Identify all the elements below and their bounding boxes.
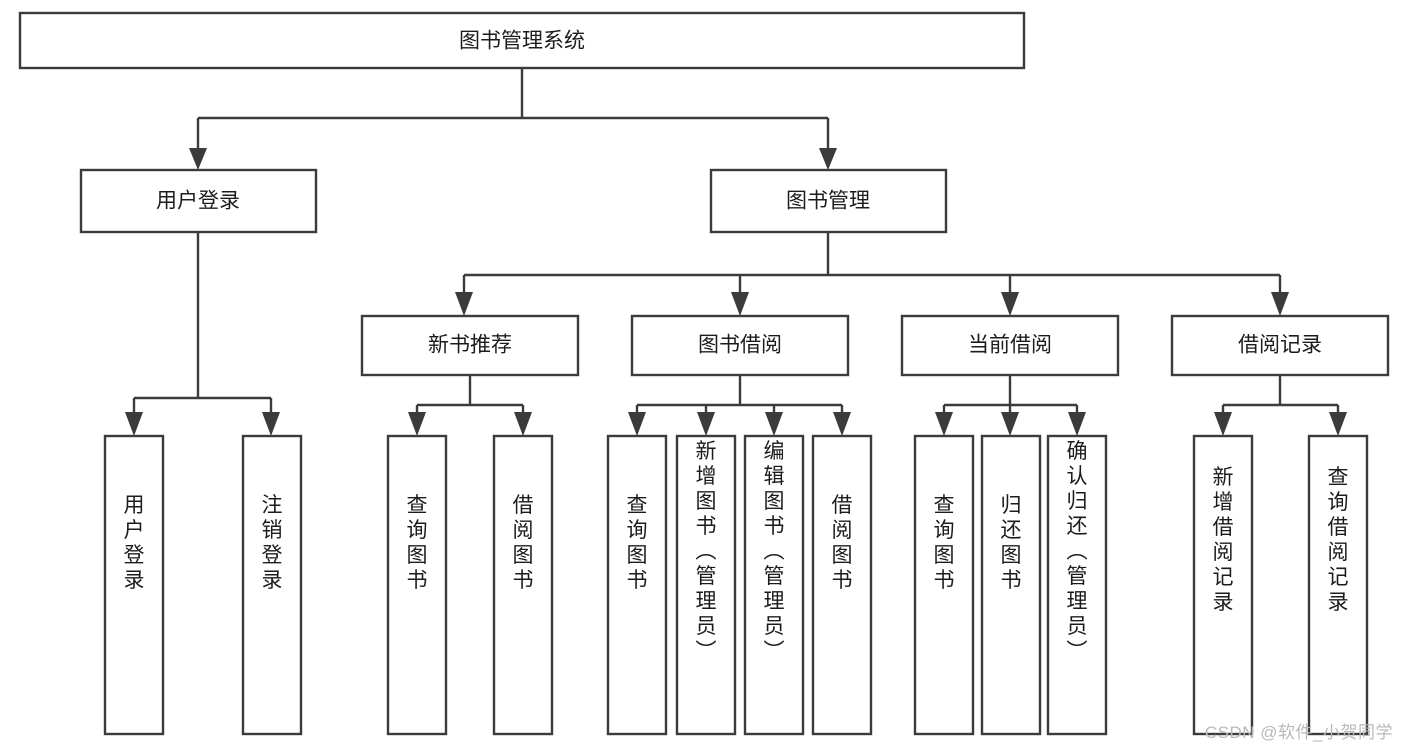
leaf-node-box[interactable] xyxy=(980,434,1042,736)
leaf-node-label: 查询图书 xyxy=(934,494,955,592)
node-book-borrow[interactable]: 图书借阅 xyxy=(630,314,850,377)
arrow-head-icon xyxy=(1001,412,1019,436)
leaf-node-label: 新增图书︵管理员︶ xyxy=(696,440,717,663)
leaf-node-box[interactable] xyxy=(1307,434,1369,736)
node-book-management-label: 图书管理 xyxy=(786,190,870,213)
leaf-node-box[interactable] xyxy=(1192,434,1254,736)
arrow-head-icon xyxy=(189,148,207,170)
arrow-head-icon xyxy=(1001,292,1019,316)
node-root-label: 图书管理系统 xyxy=(459,30,585,53)
node-book-borrow-label: 图书借阅 xyxy=(698,334,782,357)
leaf-node-box[interactable] xyxy=(386,434,448,736)
arrow-head-icon xyxy=(1214,412,1232,436)
node-borrow-records-label: 借阅记录 xyxy=(1238,334,1322,357)
node-current-borrow-box[interactable] xyxy=(900,314,1120,377)
leaf-node-label: 编辑图书︵管理员︶ xyxy=(764,440,785,663)
arrow-head-icon xyxy=(125,412,143,436)
node-new-book-recommend-box[interactable] xyxy=(360,314,580,377)
connector-borrow-records-to-leaves xyxy=(1214,375,1347,436)
leaf-node[interactable]: 归还图书 xyxy=(980,434,1042,736)
leaf-node-box[interactable] xyxy=(743,434,805,736)
leaf-node[interactable]: 查询借阅记录 xyxy=(1307,434,1369,736)
arrow-head-icon xyxy=(833,412,851,436)
leaf-node-box[interactable] xyxy=(1046,434,1108,736)
arrow-head-icon xyxy=(262,412,280,436)
leaf-node-label: 新增借阅记录 xyxy=(1213,466,1234,614)
leaf-node[interactable]: 借阅图书 xyxy=(811,434,873,736)
leaf-node[interactable]: 查询图书 xyxy=(386,434,448,736)
arrow-head-icon xyxy=(628,412,646,436)
leaf-node-box[interactable] xyxy=(913,434,975,736)
connector-book-management-to-level3 xyxy=(455,232,1289,316)
arrow-head-icon xyxy=(935,412,953,436)
leaf-node-label: 注销登录 xyxy=(262,494,283,592)
node-current-borrow[interactable]: 当前借阅 xyxy=(900,314,1120,377)
leaf-node-label: 查询借阅记录 xyxy=(1328,466,1349,614)
node-user-login-box[interactable] xyxy=(79,168,318,234)
connector-current-borrow-to-leaves xyxy=(935,375,1086,436)
leaf-node-box[interactable] xyxy=(606,434,668,736)
arrow-head-icon xyxy=(819,148,837,170)
leaf-node-label: 用户登录 xyxy=(124,494,145,592)
leaf-node[interactable]: 查询图书 xyxy=(606,434,668,736)
connector-new-book-recommend-to-leaves xyxy=(408,375,532,436)
leaf-node[interactable]: 新增借阅记录 xyxy=(1192,434,1254,736)
leaf-node-box[interactable] xyxy=(103,434,165,736)
leaf-node-box[interactable] xyxy=(241,434,303,736)
arrow-head-icon xyxy=(408,412,426,436)
arrow-head-icon xyxy=(514,412,532,436)
arrow-head-icon xyxy=(1068,412,1086,436)
leaf-node-box[interactable] xyxy=(675,434,737,736)
leaf-node[interactable]: 查询图书 xyxy=(913,434,975,736)
connector-user-login-to-leaves xyxy=(125,232,280,436)
node-user-login-label: 用户登录 xyxy=(156,190,240,213)
arrow-head-icon xyxy=(1329,412,1347,436)
leaf-node[interactable]: 注销登录 xyxy=(241,434,303,736)
leaf-node-label: 借阅图书 xyxy=(832,494,853,592)
node-borrow-records[interactable]: 借阅记录 xyxy=(1170,314,1390,377)
leaf-node-label: 确认归还︵管理员︶ xyxy=(1067,440,1088,663)
leaf-node-label: 归还图书 xyxy=(1001,494,1022,592)
connector-root-to-level2 xyxy=(189,68,837,170)
node-root[interactable]: 图书管理系统 xyxy=(18,11,1026,70)
csdn-watermark: CSDN @软件_小贺同学 xyxy=(1204,723,1393,742)
arrow-head-icon xyxy=(765,412,783,436)
leaf-node-label: 查询图书 xyxy=(627,494,648,592)
leaf-node-label: 查询图书 xyxy=(407,494,428,592)
arrow-head-icon xyxy=(455,292,473,316)
node-book-management[interactable]: 图书管理 xyxy=(709,168,948,234)
leaf-node-box[interactable] xyxy=(492,434,554,736)
node-current-borrow-label: 当前借阅 xyxy=(968,334,1052,357)
node-root-box[interactable] xyxy=(18,11,1026,70)
leaf-node[interactable]: 用户登录 xyxy=(103,434,165,736)
leaf-node-box[interactable] xyxy=(811,434,873,736)
leaf-node[interactable]: 借阅图书 xyxy=(492,434,554,736)
node-new-book-recommend[interactable]: 新书推荐 xyxy=(360,314,580,377)
connector-book-borrow-to-leaves xyxy=(628,375,851,436)
leaf-node-label: 借阅图书 xyxy=(513,494,534,592)
leaf-node[interactable]: 编辑图书︵管理员︶ xyxy=(743,434,805,736)
leaf-node[interactable]: 新增图书︵管理员︶ xyxy=(675,434,737,736)
arrow-head-icon xyxy=(697,412,715,436)
leaf-node[interactable]: 确认归还︵管理员︶ xyxy=(1046,434,1108,736)
arrow-head-icon xyxy=(731,292,749,316)
node-new-book-recommend-label: 新书推荐 xyxy=(428,334,512,357)
node-user-login[interactable]: 用户登录 xyxy=(79,168,318,234)
arrow-head-icon xyxy=(1271,292,1289,316)
